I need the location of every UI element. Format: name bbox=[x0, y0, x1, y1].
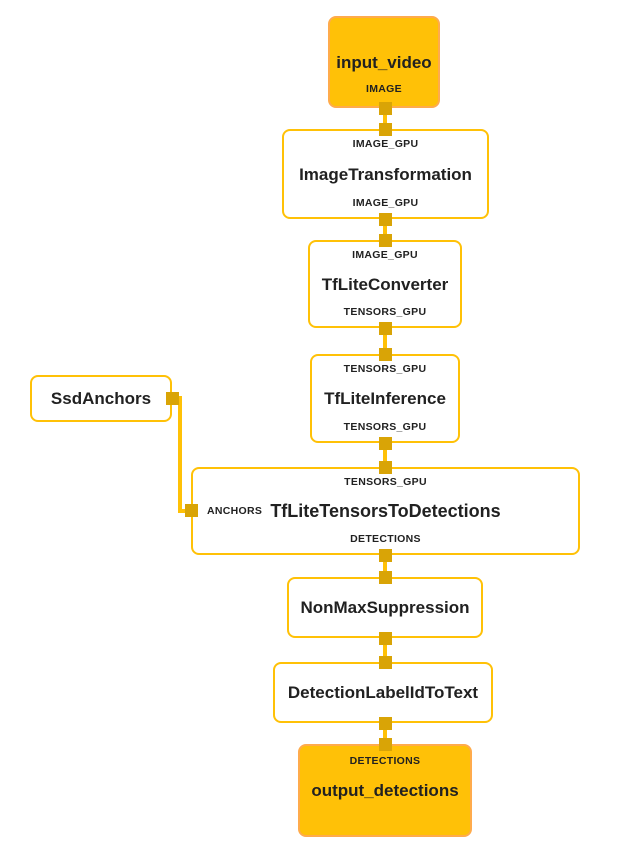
node-title: TfLiteInference bbox=[324, 389, 446, 408]
node-tfliteinference[interactable]: TENSORS_GPU TfLiteInference TENSORS_GPU bbox=[310, 354, 460, 443]
output-port-label: IMAGE bbox=[366, 82, 402, 95]
port-tensorstodetections-anchors-in bbox=[185, 504, 198, 517]
edge-imagetransformation-to-tfliteconverter bbox=[383, 219, 387, 240]
port-tfliteconverter-out bbox=[379, 322, 392, 335]
node-title: TfLiteTensorsToDetections bbox=[270, 501, 501, 521]
node-title: output_detections bbox=[311, 781, 459, 800]
edge-nonmaxsuppression-to-detectionlabelidtotext bbox=[383, 638, 387, 662]
input-port-label: TENSORS_GPU bbox=[343, 363, 427, 375]
port-detectionlabelidtotext-out bbox=[379, 717, 392, 730]
node-output-detections[interactable]: DETECTIONS output_detections bbox=[298, 744, 472, 837]
node-nonmaxsuppression[interactable]: NonMaxSuppression bbox=[287, 577, 483, 638]
node-input-video[interactable]: input_video IMAGE bbox=[328, 16, 440, 108]
input-port-label: IMAGE_GPU bbox=[352, 138, 419, 150]
output-port-label: DETECTIONS bbox=[350, 532, 421, 545]
port-ssdanchors-out bbox=[166, 392, 179, 405]
edge-ssdanchors-elbow-v bbox=[178, 396, 182, 513]
output-port-label: IMAGE_GPU bbox=[352, 196, 419, 209]
edge-tensorstodetections-to-nonmaxsuppression bbox=[383, 555, 387, 577]
node-title: ImageTransformation bbox=[299, 164, 472, 184]
node-title: SsdAnchors bbox=[50, 389, 152, 408]
output-port-label: TENSORS_GPU bbox=[343, 305, 427, 318]
node-tfliteconverter[interactable]: IMAGE_GPU TfLiteConverter TENSORS_GPU bbox=[308, 240, 462, 328]
port-nonmaxsuppression-out bbox=[379, 632, 392, 645]
edge-tfliteinference-to-tensorstodetections bbox=[383, 443, 387, 467]
edge-detectionlabelidtotext-to-output-detections bbox=[383, 723, 387, 744]
node-title: NonMaxSuppression bbox=[300, 598, 470, 617]
node-ssdanchors[interactable]: SsdAnchors bbox=[30, 375, 172, 422]
port-imagetransformation-out bbox=[379, 213, 392, 226]
port-tfliteinference-in bbox=[379, 348, 392, 361]
edge-ssdanchors-elbow-h2 bbox=[178, 509, 191, 513]
node-detectionlabelidtotext[interactable]: DetectionLabelIdToText bbox=[273, 662, 493, 723]
edge-input-video-to-imagetransformation bbox=[383, 108, 387, 129]
node-title: TfLiteConverter bbox=[321, 274, 449, 294]
node-title: DetectionLabelIdToText bbox=[287, 683, 479, 702]
edge-tfliteconverter-to-tfliteinference bbox=[383, 328, 387, 354]
port-detectionlabelidtotext-in bbox=[379, 656, 392, 669]
port-tensorstodetections-out bbox=[379, 549, 392, 562]
anchors-port-label: ANCHORS bbox=[207, 504, 263, 517]
output-port-label: TENSORS_GPU bbox=[343, 420, 427, 433]
node-tflitetensorstodetections[interactable]: TENSORS_GPU ANCHORS TfLiteTensorsToDetec… bbox=[191, 467, 580, 555]
port-input-video-out bbox=[379, 102, 392, 115]
port-imagetransformation-in bbox=[379, 123, 392, 136]
port-tensorstodetections-in bbox=[379, 461, 392, 474]
port-output-detections-in bbox=[379, 738, 392, 751]
input-port-label: DETECTIONS bbox=[349, 755, 421, 767]
port-tfliteinference-out bbox=[379, 437, 392, 450]
input-port-label: IMAGE_GPU bbox=[352, 249, 418, 261]
input-port-label: TENSORS_GPU bbox=[344, 476, 427, 488]
node-imagetransformation[interactable]: IMAGE_GPU ImageTransformation IMAGE_GPU bbox=[282, 129, 489, 219]
port-nonmaxsuppression-in bbox=[379, 571, 392, 584]
node-title: input_video bbox=[336, 52, 432, 72]
port-tfliteconverter-in bbox=[379, 234, 392, 247]
